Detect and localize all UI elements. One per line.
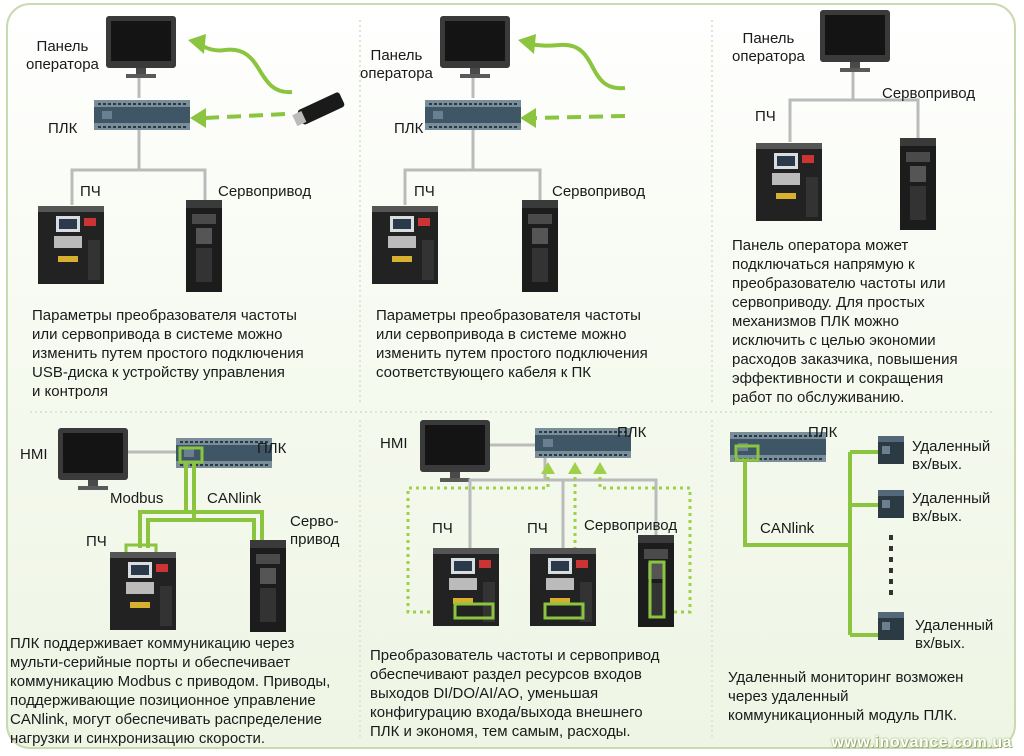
p4-plc-label: ПЛК: [257, 440, 287, 457]
p6-io1-label: Удаленный вх/вых.: [912, 438, 991, 473]
p5-vfd2-label: ПЧ: [527, 520, 548, 537]
p5-plc-label: ПЛК: [617, 424, 647, 441]
p1-vfd-label: ПЧ: [80, 183, 101, 200]
p2-panel-label: Панель оператора: [360, 47, 433, 82]
p6-io3-label: Удаленный вх/вых.: [915, 617, 994, 652]
p2-description: Параметры преобразователя частоты или се…: [376, 307, 648, 381]
p2-vfd-label: ПЧ: [414, 183, 435, 200]
p5-description: Преобразователь частоты и сервопривод об…: [370, 647, 660, 740]
p5-hmi-label: HMI: [380, 435, 408, 452]
p6-description: Удаленный мониторинг возможен через удал…: [728, 669, 964, 724]
p3-panel-label: Панель оператора: [732, 30, 805, 65]
p1-servo-label: Сервопривод: [218, 183, 312, 200]
p4-hmi-label: HMI: [20, 446, 48, 463]
p2-servo-label: Сервопривод: [552, 183, 646, 200]
p3-servo-label: Сервопривод: [882, 85, 976, 102]
p6-io2-label: Удаленный вх/вых.: [912, 490, 991, 525]
p5-servo-label: Сервопривод: [584, 517, 678, 534]
p5-vfd1-label: ПЧ: [432, 520, 453, 537]
p4-vfd-label: ПЧ: [86, 533, 107, 550]
p1-panel-label: Панель оператора: [26, 38, 99, 73]
p2-plc-label: ПЛК: [394, 120, 424, 137]
p3-vfd-label: ПЧ: [755, 108, 776, 125]
p4-canlink-label: CANlink: [207, 490, 262, 507]
p4-description: ПЛК поддерживает коммуникацию через муль…: [10, 635, 331, 747]
p6-plc-label: ПЛК: [808, 424, 838, 441]
p1-plc-label: ПЛК: [48, 120, 78, 137]
p4-servo-label: Серво- привод: [290, 513, 340, 548]
p1-description: Параметры преобразователя частоты или се…: [32, 307, 304, 400]
p3-description: Панель оператора может подключаться напр…: [732, 237, 958, 406]
p6-canlink-label: CANlink: [760, 520, 815, 537]
p4-modbus-label: Modbus: [110, 490, 164, 507]
footer-url[interactable]: www.inovance.com.ua: [831, 734, 1012, 751]
